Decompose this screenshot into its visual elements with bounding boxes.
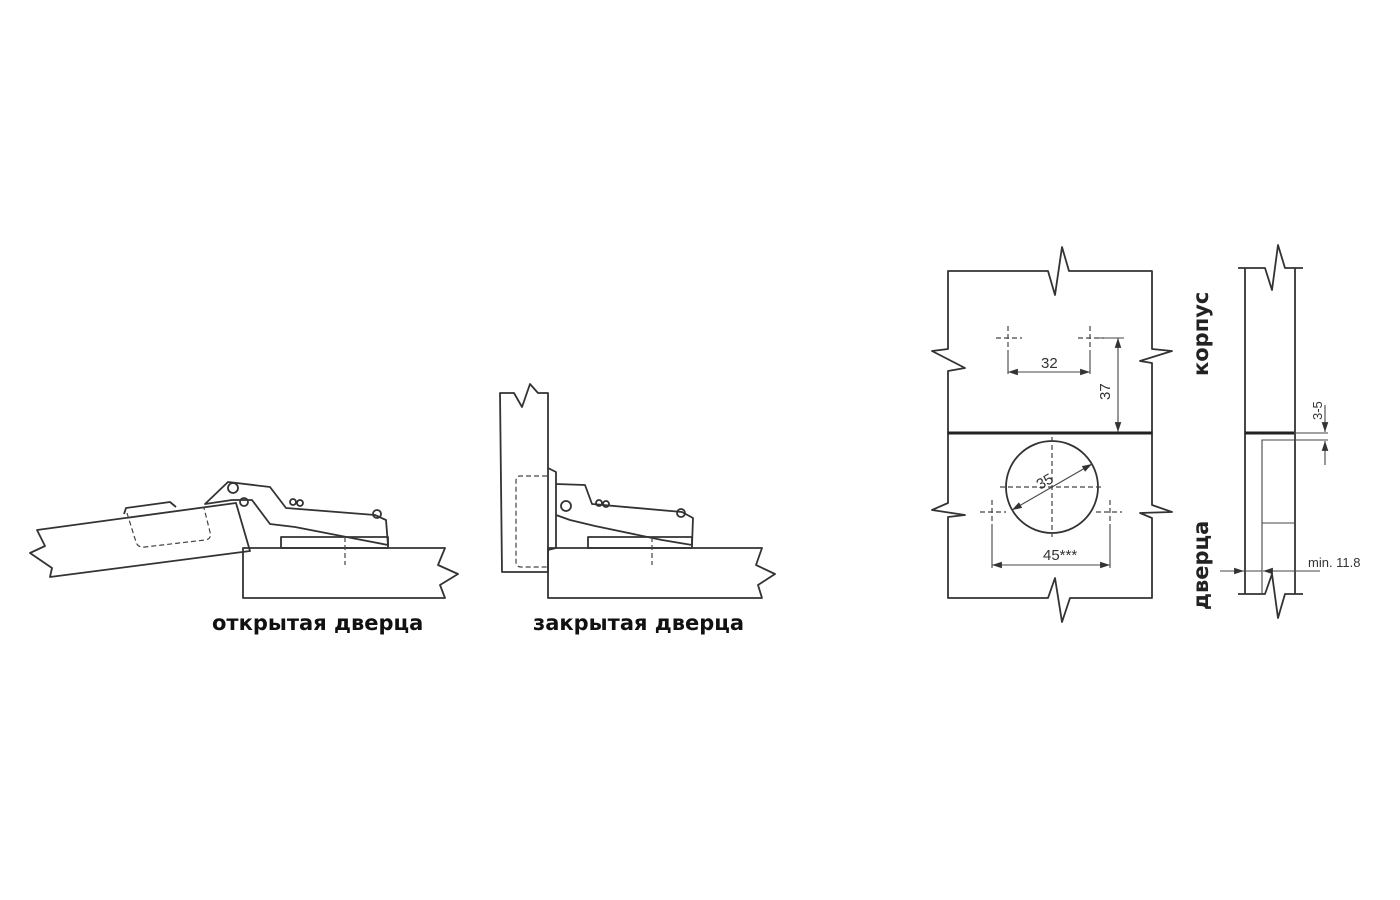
extension-lines-door xyxy=(991,524,1111,568)
cabinet-panel-outline xyxy=(931,246,1173,434)
open-door-cup-flange xyxy=(123,501,177,515)
side-top-break xyxy=(1238,244,1303,291)
open-hinge-screw xyxy=(296,499,304,507)
closed-hinge-screw xyxy=(676,508,686,518)
label-door: дверца xyxy=(1189,521,1213,610)
closed-hinge-screw xyxy=(602,500,610,508)
door-panel-outline xyxy=(931,432,1173,623)
open-door-cup-outline xyxy=(126,507,212,548)
open-hinge-screw xyxy=(289,498,297,506)
dim-door-hole-spacing: 45*** xyxy=(1043,547,1077,564)
closed-door-drawing: закрытая дверца xyxy=(499,383,776,635)
closed-hinge-pivot xyxy=(560,500,572,512)
dim-screw-offset: 37 xyxy=(1097,383,1114,400)
open-door-caption: открытая дверца xyxy=(212,611,423,635)
dim-gap: 3-5 xyxy=(1310,401,1325,420)
dim-cup-diameter: 35 xyxy=(1034,470,1057,493)
dim-screw-spacing: 32 xyxy=(1041,355,1058,372)
door-hole-crosses xyxy=(980,500,1122,524)
closed-hinge-screw xyxy=(595,499,603,507)
open-hinge-screw xyxy=(372,509,382,519)
dim-line-35 xyxy=(1011,463,1093,511)
closed-cabinet-panel xyxy=(547,547,776,599)
open-cabinet-panel xyxy=(242,547,459,599)
closed-door-cup-flange xyxy=(547,467,557,551)
closed-door-cup-outline xyxy=(515,475,547,568)
open-hinge-arm xyxy=(204,481,389,546)
open-hinge-pivot-2 xyxy=(239,497,249,507)
dim-min-thickness: min. 11.8 xyxy=(1308,555,1361,570)
closed-door-caption: закрытая дверца xyxy=(533,611,744,635)
label-cabinet: корпус xyxy=(1189,292,1213,376)
open-door-drawing: открытая дверца xyxy=(29,481,459,635)
closed-hinge-arm xyxy=(555,483,694,546)
closed-door-panel xyxy=(499,383,549,573)
extension-lines xyxy=(1007,337,1124,374)
side-cup-outline xyxy=(1261,432,1328,594)
open-hinge-pivot xyxy=(227,482,239,494)
drilling-plan: 32 37 35 45*** корпус дверца xyxy=(931,246,1213,623)
open-door-panel xyxy=(29,502,251,578)
side-bottom-break xyxy=(1238,573,1303,619)
screw-hole-crosses xyxy=(996,326,1104,350)
side-view: 3-5 min. 11.8 xyxy=(1220,244,1361,619)
